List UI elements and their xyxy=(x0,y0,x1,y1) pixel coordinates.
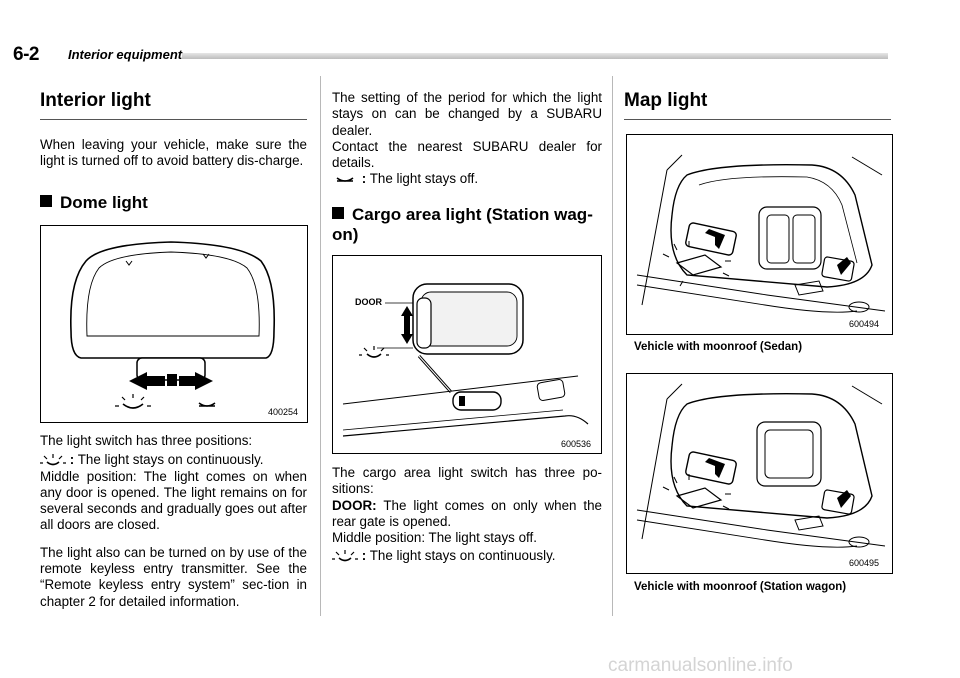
dome-light-heading: Dome light xyxy=(40,193,307,213)
figure-code: 600536 xyxy=(561,439,592,449)
left-column: Interior light When leaving your vehicle… xyxy=(40,90,307,213)
bullet-square xyxy=(332,206,344,219)
light-on-icon xyxy=(332,550,358,562)
dome-light-heading-text: Dome light xyxy=(60,192,148,212)
light-on-icon xyxy=(40,454,66,466)
column-divider-2 xyxy=(612,76,613,616)
position-off: : The light stays off. xyxy=(332,171,602,187)
cargo-on-text: The light stays on continuously. xyxy=(369,548,556,564)
positions-intro: The light switch has three positions: xyxy=(40,433,253,448)
contact-dealer-text: Contact the nearest SUBARU dealer for de… xyxy=(332,138,602,171)
right-column: Map light xyxy=(624,90,891,120)
column-divider-1 xyxy=(320,76,321,616)
map-light-figure-sedan: 600494 xyxy=(626,134,893,335)
position-off-colon: : xyxy=(361,171,367,187)
interior-light-heading: Interior light xyxy=(40,90,307,120)
cargo-on-colon: : xyxy=(361,548,367,564)
wagon-caption: Vehicle with moonroof (Station wagon) xyxy=(634,581,847,593)
bullet-square xyxy=(40,194,52,207)
sedan-caption: Vehicle with moonroof (Sedan) xyxy=(634,341,803,353)
door-text: The light comes on only when the rear ga… xyxy=(332,497,602,529)
cargo-light-heading-text: Cargo area light (Station wag-on) xyxy=(332,204,593,244)
position-off-text: The light stays off. xyxy=(369,171,479,187)
left-column-lower: The light switch has three positions: : … xyxy=(40,433,307,610)
door-label: DOOR: xyxy=(332,497,377,513)
map-light-heading: Map light xyxy=(624,90,891,120)
cargo-light-figure: DOOR 600536 xyxy=(332,255,602,454)
middle-column: The setting of the period for which the … xyxy=(332,90,602,245)
period-setting-text: The setting of the period for which the … xyxy=(332,90,602,138)
figure-code: 600495 xyxy=(849,558,880,568)
page-number: 6-2 xyxy=(13,44,39,65)
dome-light-figure: 400254 xyxy=(40,225,308,423)
position-on-text: The light stays on continuously. xyxy=(77,452,264,468)
figure-code: 400254 xyxy=(268,407,299,417)
cargo-position-on: : The light stays on continuously. xyxy=(332,548,602,564)
keyless-entry-text: The light also can be turned on by use o… xyxy=(40,544,307,609)
door-position: DOOR: The light comes on only when the r… xyxy=(332,498,602,531)
door-position-label: DOOR xyxy=(355,297,382,307)
cargo-middle-position: Middle position: The light stays off. xyxy=(332,530,537,546)
interior-intro: When leaving your vehicle, make sure the… xyxy=(40,137,307,169)
position-on: : The light stays on continuously. xyxy=(40,452,307,468)
section-title: Interior equipment xyxy=(68,47,183,62)
cargo-positions-intro: The cargo area light switch has three po… xyxy=(332,465,602,497)
watermark: carmanualsonline.info xyxy=(608,655,793,676)
page-header: 6-2 Interior equipment xyxy=(0,44,960,68)
position-on-colon: : xyxy=(69,452,75,468)
light-off-icon xyxy=(336,177,354,183)
header-bar xyxy=(182,53,888,59)
cargo-light-heading: Cargo area light (Station wag-on) xyxy=(332,205,602,245)
middle-column-lower: The cargo area light switch has three po… xyxy=(332,465,602,565)
figure-code: 600494 xyxy=(849,319,880,329)
map-light-figure-wagon: 600495 xyxy=(626,373,893,574)
middle-position-text: Middle position: The light comes on when… xyxy=(40,468,307,533)
